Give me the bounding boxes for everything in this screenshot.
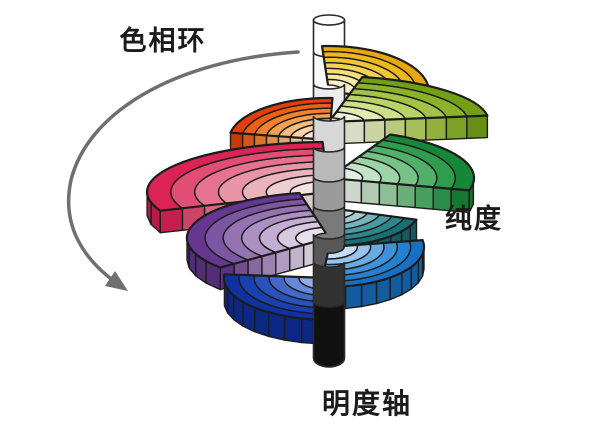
- value-axis-segment: [312, 146, 346, 183]
- value-axis-label: 明度轴: [322, 388, 412, 419]
- rotation-arrow: [66, 50, 300, 291]
- hue-wedge-green: [334, 133, 476, 214]
- hue-wedge-blue: [319, 239, 426, 310]
- color-tree-figure: [145, 14, 489, 368]
- hue-wedge-dark-blue: [222, 273, 329, 345]
- value-axis-segment: [312, 261, 346, 308]
- value-axis-segment: [312, 176, 346, 212]
- hue-ring-label: 色相环: [120, 25, 207, 56]
- rotation-arrow-curve: [66, 50, 300, 286]
- rotation-arrow-head-icon: [105, 271, 128, 291]
- hue-wedge-yellow-green: [331, 75, 489, 145]
- value-axis-segment: [312, 301, 346, 368]
- chroma-label: 纯度: [445, 203, 503, 234]
